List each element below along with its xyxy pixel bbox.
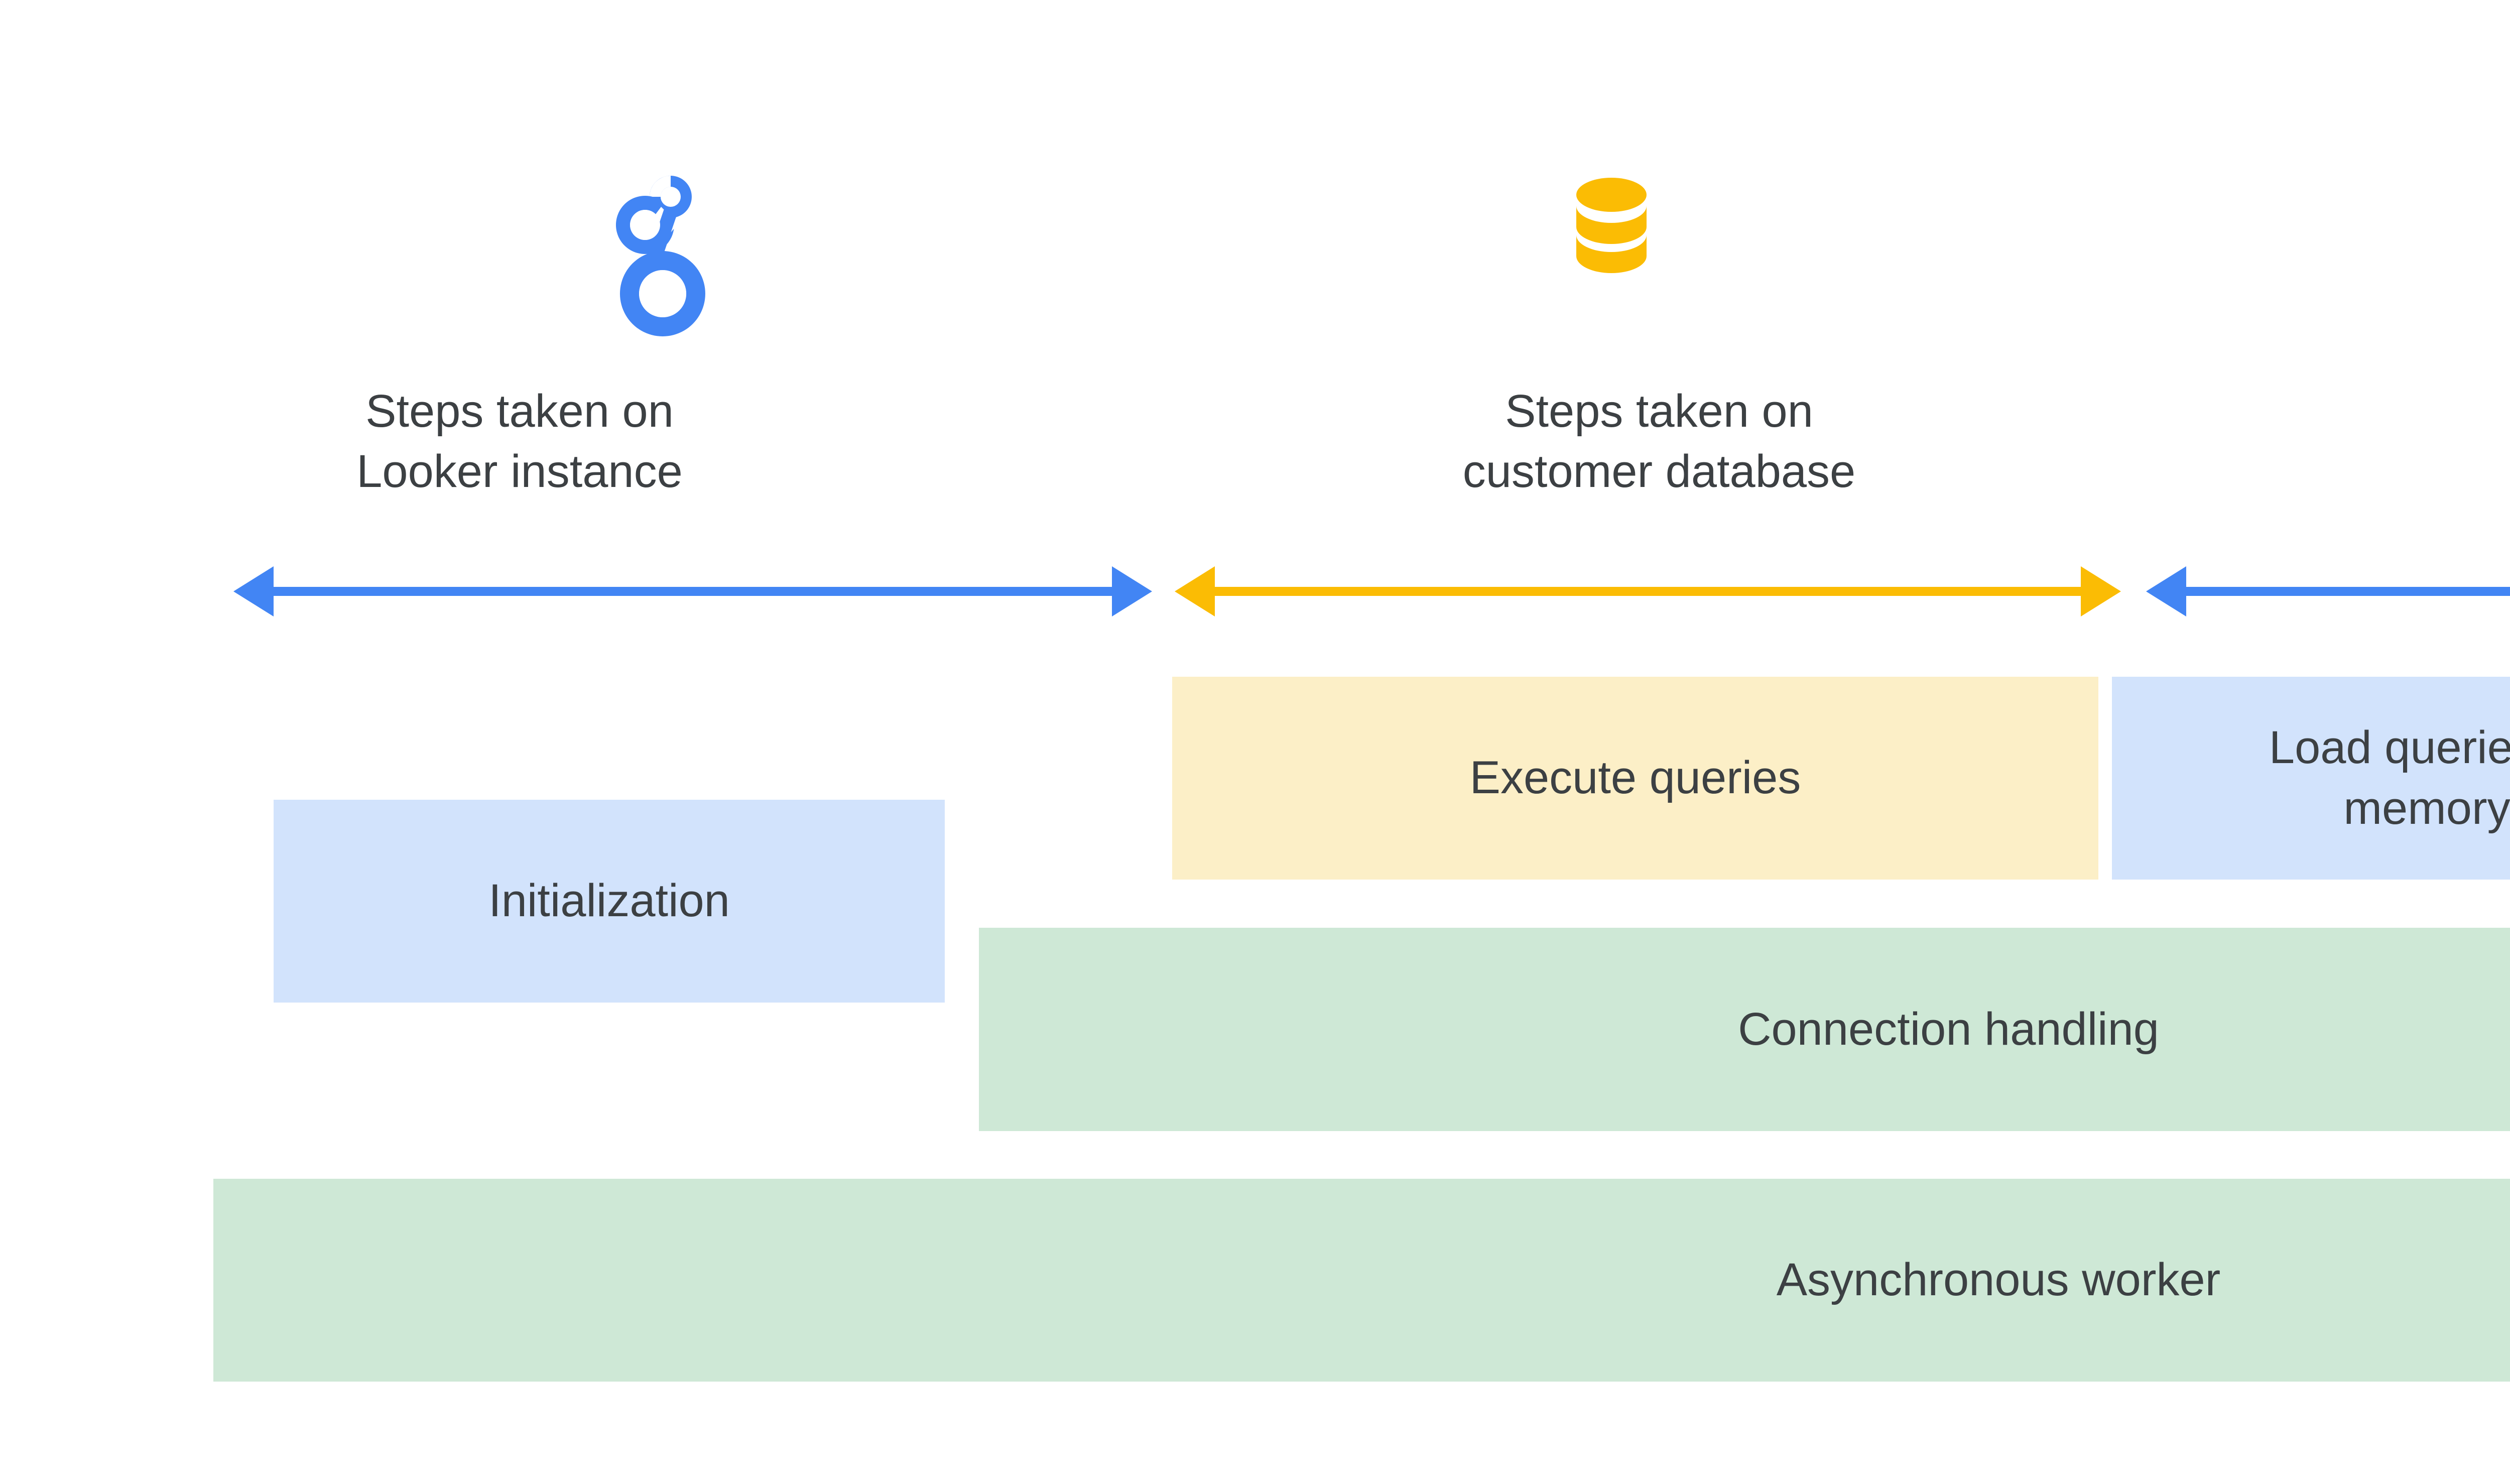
segment-label-customer-database: Steps taken on customer database	[1462, 386, 1856, 497]
segment-label-looker-left: Steps taken on Looker instance	[356, 386, 683, 497]
segment-arrow-customer-database	[1175, 562, 2121, 623]
phase-box-initialization: Initialization	[274, 800, 945, 1003]
segment-arrow-looker-right	[2146, 562, 2510, 623]
phase-box-asynchronous-worker: Asynchronous worker	[213, 1179, 2510, 1382]
looker-logo-icon	[610, 151, 705, 344]
database-icon	[1566, 176, 1657, 279]
segment-arrow-looker-left	[233, 562, 1152, 623]
phase-box-connection-handling: Connection handling	[979, 928, 2510, 1131]
phase-box-load-queries-in-memory: Load queries in memory	[2112, 677, 2510, 880]
phase-box-execute-queries: Execute queries	[1172, 677, 2098, 880]
